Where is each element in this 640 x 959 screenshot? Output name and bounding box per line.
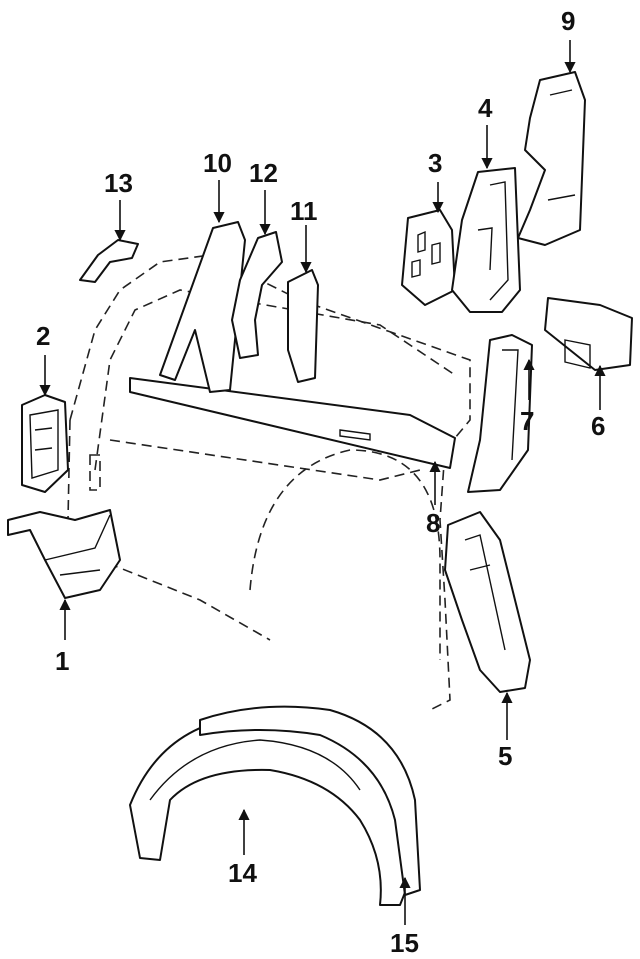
callout-5: 5 xyxy=(498,741,512,771)
part-3-panel xyxy=(401,209,456,306)
part-7-pillar xyxy=(467,334,533,493)
callout-9: 9 xyxy=(561,6,575,36)
callout-2: 2 xyxy=(36,321,50,351)
part-10-pillar xyxy=(159,221,246,393)
callout-10: 10 xyxy=(203,148,232,178)
callout-15: 15 xyxy=(390,928,419,958)
part-8-sill xyxy=(129,377,456,469)
callout-4: 4 xyxy=(478,93,493,123)
part-11-pillar xyxy=(287,269,319,383)
part-13-clip xyxy=(79,239,139,283)
callout-6: 6 xyxy=(591,411,605,441)
part-5-pillar xyxy=(444,511,531,693)
callouts: 1 2 3 4 5 6 7 8 9 10 11 12 13 14 15 xyxy=(36,6,606,958)
callout-14: 14 xyxy=(228,858,257,888)
callout-13: 13 xyxy=(104,168,133,198)
part-1-bracket xyxy=(7,509,121,599)
callout-3: 3 xyxy=(428,148,442,178)
part-6-bracket xyxy=(544,297,633,371)
part-4-pillar xyxy=(451,167,521,313)
part-12-bracket xyxy=(231,231,283,359)
callout-11: 11 xyxy=(290,196,318,226)
part-2-bracket xyxy=(21,394,69,493)
callout-1: 1 xyxy=(55,646,69,676)
callout-8: 8 xyxy=(426,508,440,538)
part-9-upper-pillar xyxy=(517,71,586,246)
callout-12: 12 xyxy=(249,158,278,188)
callout-7: 7 xyxy=(520,406,534,436)
quarter-panel-outline xyxy=(67,254,471,711)
